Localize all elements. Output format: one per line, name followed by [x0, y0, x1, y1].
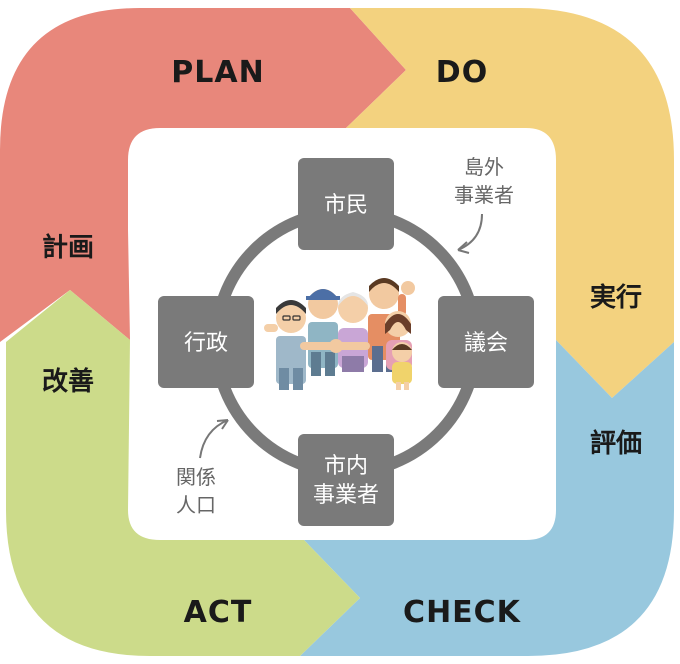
- node-local-business-line1: 市内: [324, 454, 368, 479]
- note-related-arrow: [199, 419, 229, 459]
- phase-check-ja: 評価: [590, 428, 642, 459]
- phase-do-label: DO: [436, 55, 488, 90]
- node-assembly-label: 議会: [464, 331, 508, 356]
- person-left-man: [264, 300, 306, 390]
- node-government-label: 行政: [184, 331, 228, 356]
- phase-act-ja: 改善: [42, 366, 94, 397]
- people-group-illustration: [264, 278, 415, 390]
- node-local-business: [298, 434, 394, 526]
- act-quadrant: [6, 290, 360, 656]
- phase-check-label: CHECK: [403, 595, 522, 630]
- person-child: [392, 342, 412, 390]
- note-related-population-line2: 人口: [176, 493, 216, 517]
- phase-plan-label: PLAN: [171, 55, 264, 90]
- node-government: [158, 296, 254, 388]
- note-outside-arrow: [457, 213, 483, 251]
- node-local-business-line2: 事業者: [313, 483, 379, 508]
- note-outside-business-line2: 事業者: [454, 183, 514, 207]
- node-assembly: [438, 296, 534, 388]
- person-cap-man: [306, 289, 340, 376]
- do-quadrant: [346, 8, 674, 398]
- person-elder-woman: [338, 292, 368, 372]
- node-citizens: [298, 158, 394, 250]
- joined-hands: [300, 339, 370, 353]
- note-related-arrowhead: [216, 419, 229, 430]
- plan-quadrant: [0, 8, 406, 342]
- note-outside-arrowhead: [457, 241, 470, 254]
- node-citizens-label: 市民: [324, 193, 368, 218]
- phase-do-ja: 実行: [590, 282, 642, 313]
- note-related-population-line1: 関係: [176, 465, 216, 489]
- phase-plan-ja: 計画: [42, 232, 94, 263]
- note-outside-business-line1: 島外: [464, 155, 504, 179]
- phase-act-label: ACT: [184, 595, 253, 630]
- check-quadrant: [300, 340, 674, 656]
